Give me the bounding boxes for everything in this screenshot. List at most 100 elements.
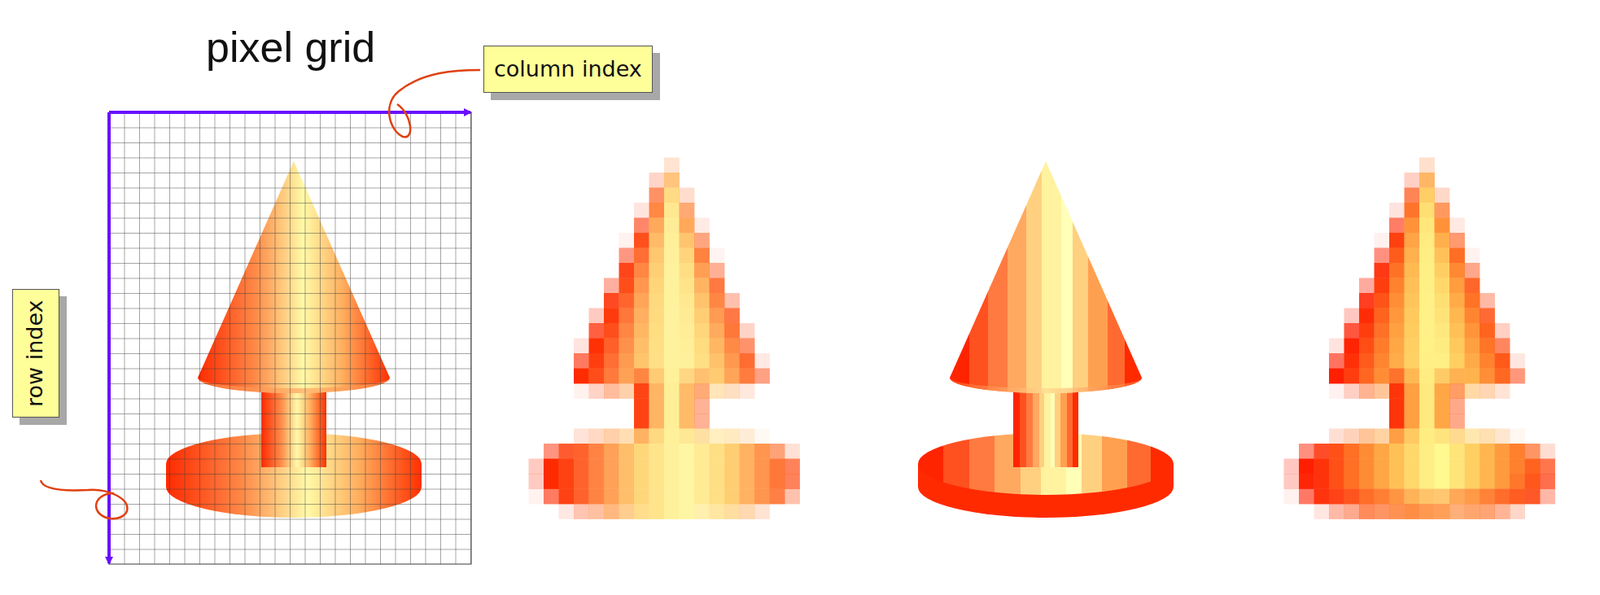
pixel-cell bbox=[679, 489, 696, 505]
pixel-cell bbox=[573, 428, 590, 445]
pixel-cell bbox=[1495, 459, 1511, 475]
pixel-cell bbox=[694, 338, 710, 355]
pixel-cell bbox=[559, 503, 575, 520]
pixel-cell bbox=[633, 262, 650, 279]
pixel-cell bbox=[649, 353, 665, 369]
pixel-cell bbox=[1389, 218, 1405, 234]
pixel-cell bbox=[1359, 353, 1375, 369]
pixel-cell bbox=[784, 473, 800, 490]
pixel-cell bbox=[754, 489, 770, 505]
pixel-cell bbox=[1449, 232, 1465, 249]
pixel-cell bbox=[1464, 368, 1481, 385]
pixel-cell bbox=[1419, 338, 1435, 355]
pixel-cell bbox=[1464, 278, 1481, 294]
pixel-cell bbox=[1328, 353, 1345, 369]
pixel-cell bbox=[664, 218, 680, 234]
pixel-cell bbox=[1344, 489, 1360, 505]
pixel-cell bbox=[573, 473, 590, 490]
pixel-cell bbox=[1495, 428, 1511, 445]
pixel-cell bbox=[1495, 473, 1511, 490]
pixel-cell bbox=[664, 383, 680, 399]
pixel-cell bbox=[664, 202, 680, 219]
pixel-cell bbox=[694, 218, 710, 234]
pixel-cell bbox=[1389, 323, 1405, 339]
pixel-cell bbox=[1344, 443, 1360, 460]
pixel-cell bbox=[739, 353, 756, 369]
pixel-cell bbox=[589, 353, 605, 369]
pixel-cell bbox=[1389, 368, 1405, 385]
pixel-cell bbox=[1449, 398, 1465, 415]
pixel-cell bbox=[1509, 428, 1526, 445]
pixel-cell bbox=[1509, 443, 1526, 460]
pixel-cell bbox=[664, 398, 680, 415]
pixel-cell bbox=[1419, 218, 1435, 234]
pixel-cell bbox=[709, 489, 726, 505]
pixel-cell bbox=[633, 248, 650, 264]
pixel-cell bbox=[1419, 157, 1435, 174]
pixel-cell bbox=[1344, 503, 1360, 520]
pixel-cell bbox=[1449, 489, 1465, 505]
pixel-cell bbox=[1389, 248, 1405, 264]
pixel-cell bbox=[1374, 428, 1391, 445]
pixel-cell bbox=[664, 443, 680, 460]
pixel-cell bbox=[1449, 262, 1465, 279]
pixel-cell bbox=[1434, 503, 1451, 520]
pixel-cell bbox=[679, 202, 696, 219]
pixel-cell bbox=[724, 338, 740, 355]
pixel-cell bbox=[679, 503, 696, 520]
pixel-cell bbox=[649, 383, 665, 399]
pixel-cell bbox=[709, 368, 726, 385]
pixel-cell bbox=[754, 428, 770, 445]
pixel-cell bbox=[709, 443, 726, 460]
pixel-cell bbox=[1374, 503, 1391, 520]
pixel-cell bbox=[1419, 473, 1435, 490]
pixel-cell bbox=[694, 368, 710, 385]
pixel-cell bbox=[1449, 443, 1465, 460]
pixel-cell bbox=[739, 473, 756, 490]
pixel-cell bbox=[619, 353, 635, 369]
pixel-cell bbox=[1434, 323, 1451, 339]
pixel-cell bbox=[1389, 428, 1405, 445]
pixel-cell bbox=[619, 489, 635, 505]
pixel-cell bbox=[573, 368, 590, 385]
pixel-cell bbox=[1404, 353, 1421, 369]
pixel-cell bbox=[1509, 368, 1526, 385]
pixel-cell bbox=[679, 398, 696, 415]
pixel-cell bbox=[1434, 218, 1451, 234]
pixel-cell bbox=[1344, 353, 1360, 369]
pixel-cell bbox=[679, 459, 696, 475]
column-axis-arrow bbox=[109, 110, 471, 114]
pixel-cell bbox=[1525, 459, 1541, 475]
pixel-cell bbox=[1434, 292, 1451, 309]
pixel-cell bbox=[1374, 443, 1391, 460]
pixel-cell bbox=[1419, 428, 1435, 445]
pixelated-object bbox=[1284, 157, 1556, 520]
pixel-cell bbox=[1389, 489, 1405, 505]
pixel-cell bbox=[709, 278, 726, 294]
pixel-cell bbox=[709, 459, 726, 475]
pixel-cell bbox=[754, 443, 770, 460]
pixel-cell bbox=[1419, 232, 1435, 249]
pixel-cell bbox=[649, 292, 665, 309]
pixel-cell bbox=[649, 413, 665, 429]
pixel-cell bbox=[1495, 489, 1511, 505]
pixel-cell bbox=[633, 413, 650, 429]
pixel-cell bbox=[739, 489, 756, 505]
pixel-cell bbox=[664, 428, 680, 445]
pixel-cell bbox=[573, 443, 590, 460]
pixel-cell bbox=[603, 473, 620, 490]
pixel-cell bbox=[619, 368, 635, 385]
pixel-cell bbox=[1464, 353, 1481, 369]
pixel-cell bbox=[1449, 368, 1465, 385]
pixel-cell bbox=[1479, 353, 1496, 369]
pixel-cell bbox=[619, 503, 635, 520]
pixel-cell bbox=[664, 232, 680, 249]
pixel-cell bbox=[649, 172, 665, 188]
pixel-cell bbox=[1434, 308, 1451, 324]
pixel-cell bbox=[709, 323, 726, 339]
pixel-cell bbox=[649, 187, 665, 204]
pixel-cell bbox=[1359, 368, 1375, 385]
pixel-cell bbox=[1539, 489, 1556, 505]
pixel-cell bbox=[679, 218, 696, 234]
pixel-cell bbox=[739, 503, 756, 520]
